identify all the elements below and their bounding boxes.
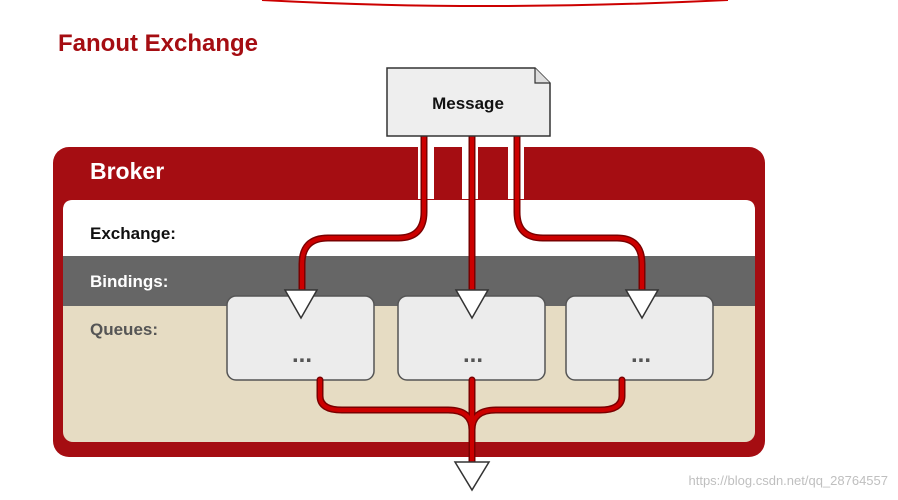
arrowhead-center <box>454 289 490 320</box>
queues-label: Queues: <box>90 320 158 339</box>
route-line-right <box>515 134 644 294</box>
exchange-label: Exchange: <box>90 224 176 243</box>
diagram-title: Fanout Exchange <box>58 30 259 57</box>
watermark: https://blog.csdn.net/qq_28764557 <box>688 473 889 488</box>
arrowhead-right <box>624 289 660 320</box>
arrowhead-left <box>283 289 319 320</box>
route-line-left <box>300 134 426 294</box>
exchange-row <box>63 200 755 256</box>
queue-label: ... <box>463 341 483 368</box>
output-line-right <box>470 378 624 432</box>
broker-label: Broker <box>90 158 164 184</box>
arrowhead-output <box>453 461 491 492</box>
queue-label: ... <box>292 341 312 368</box>
bindings-label: Bindings: <box>90 272 168 291</box>
message-label: Message <box>432 94 504 113</box>
message-box <box>386 67 551 137</box>
message-page-fold-icon <box>534 68 550 84</box>
queue-label: ... <box>631 341 651 368</box>
top-arc-decoration <box>261 0 729 7</box>
